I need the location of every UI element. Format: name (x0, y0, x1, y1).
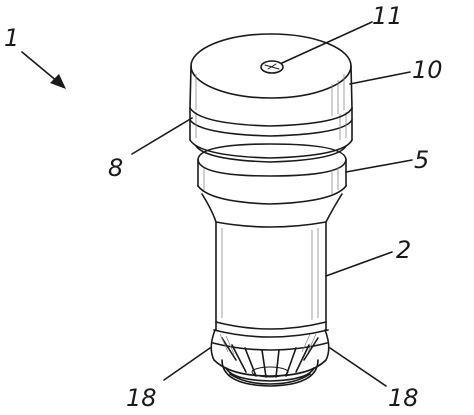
assembly-arrow (21, 51, 66, 89)
label-collar: 5 (414, 146, 429, 174)
label-cap-screw: 11 (372, 2, 403, 30)
label-tube: 2 (396, 236, 411, 264)
leader-11 (281, 21, 373, 64)
label-cap-ring: 8 (108, 154, 123, 182)
label-tip-left: 18 (126, 384, 157, 412)
cap (189, 33, 353, 127)
leader-5 (345, 159, 413, 173)
cap-ring (189, 107, 353, 163)
leader-10 (349, 71, 411, 85)
tube-body (213, 221, 329, 338)
cap-screw (260, 60, 284, 74)
leader-8 (131, 117, 193, 155)
label-assembly: 1 (4, 24, 19, 52)
label-tip-right: 18 (388, 384, 419, 412)
label-cap: 10 (412, 56, 443, 84)
tip-part (210, 329, 330, 387)
leader-18-left (163, 347, 211, 381)
leader-2 (325, 251, 393, 277)
leader-18-right (329, 347, 387, 387)
